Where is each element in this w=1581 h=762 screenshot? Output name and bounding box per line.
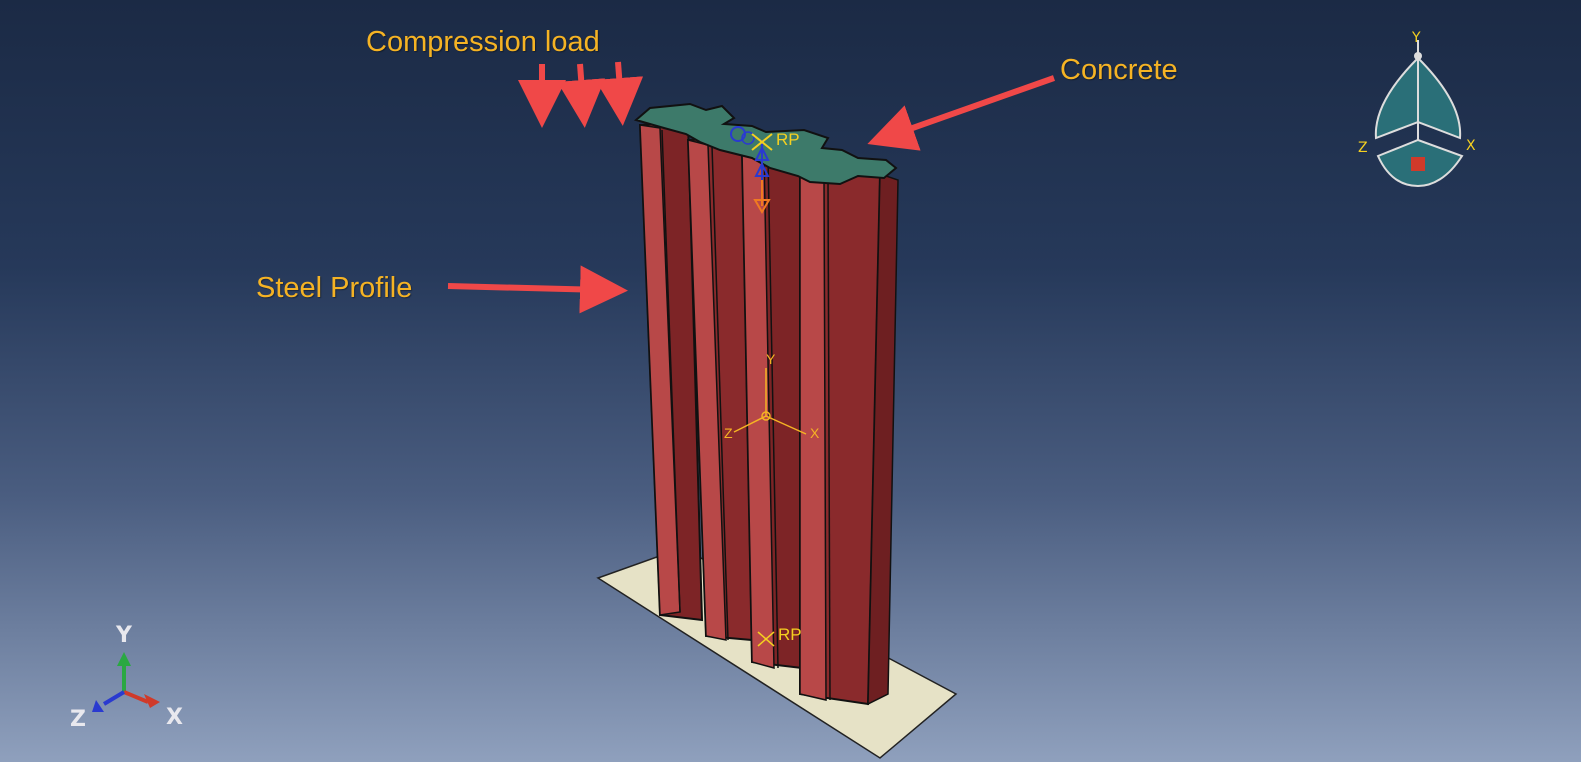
- concrete-label: Concrete: [1060, 54, 1178, 86]
- top-boundary-condition-markers: [730, 126, 773, 214]
- view-cube-z-label: Z: [1358, 140, 1368, 156]
- local-coordinate-system: [733, 368, 807, 435]
- csys-z-label: Z: [724, 425, 733, 441]
- compression-load-label: Compression load: [366, 26, 600, 58]
- view-cube[interactable]: [1374, 40, 1464, 188]
- triad-y-label: Y: [115, 623, 133, 648]
- csys-y-label: Y: [766, 351, 776, 367]
- view-cube-y-label: Y: [1411, 30, 1421, 46]
- triad-z-label: Z: [70, 707, 86, 732]
- global-axis-triad: [92, 652, 160, 712]
- compression-load-arrows: [518, 61, 644, 128]
- bottom-reference-point-marker: [757, 631, 775, 647]
- view-cube-x-label: X: [1466, 138, 1476, 154]
- steel-profile-column[interactable]: [638, 120, 899, 706]
- triad-x-label: X: [166, 705, 183, 730]
- concrete-arrow: [867, 75, 1056, 151]
- steel-profile-arrow: [447, 265, 628, 314]
- reference-point-top-label: RP: [776, 130, 800, 149]
- csys-x-label: X: [810, 425, 820, 441]
- reference-point-bottom-label: RP: [778, 625, 802, 644]
- steel-profile-label: Steel Profile: [256, 272, 413, 304]
